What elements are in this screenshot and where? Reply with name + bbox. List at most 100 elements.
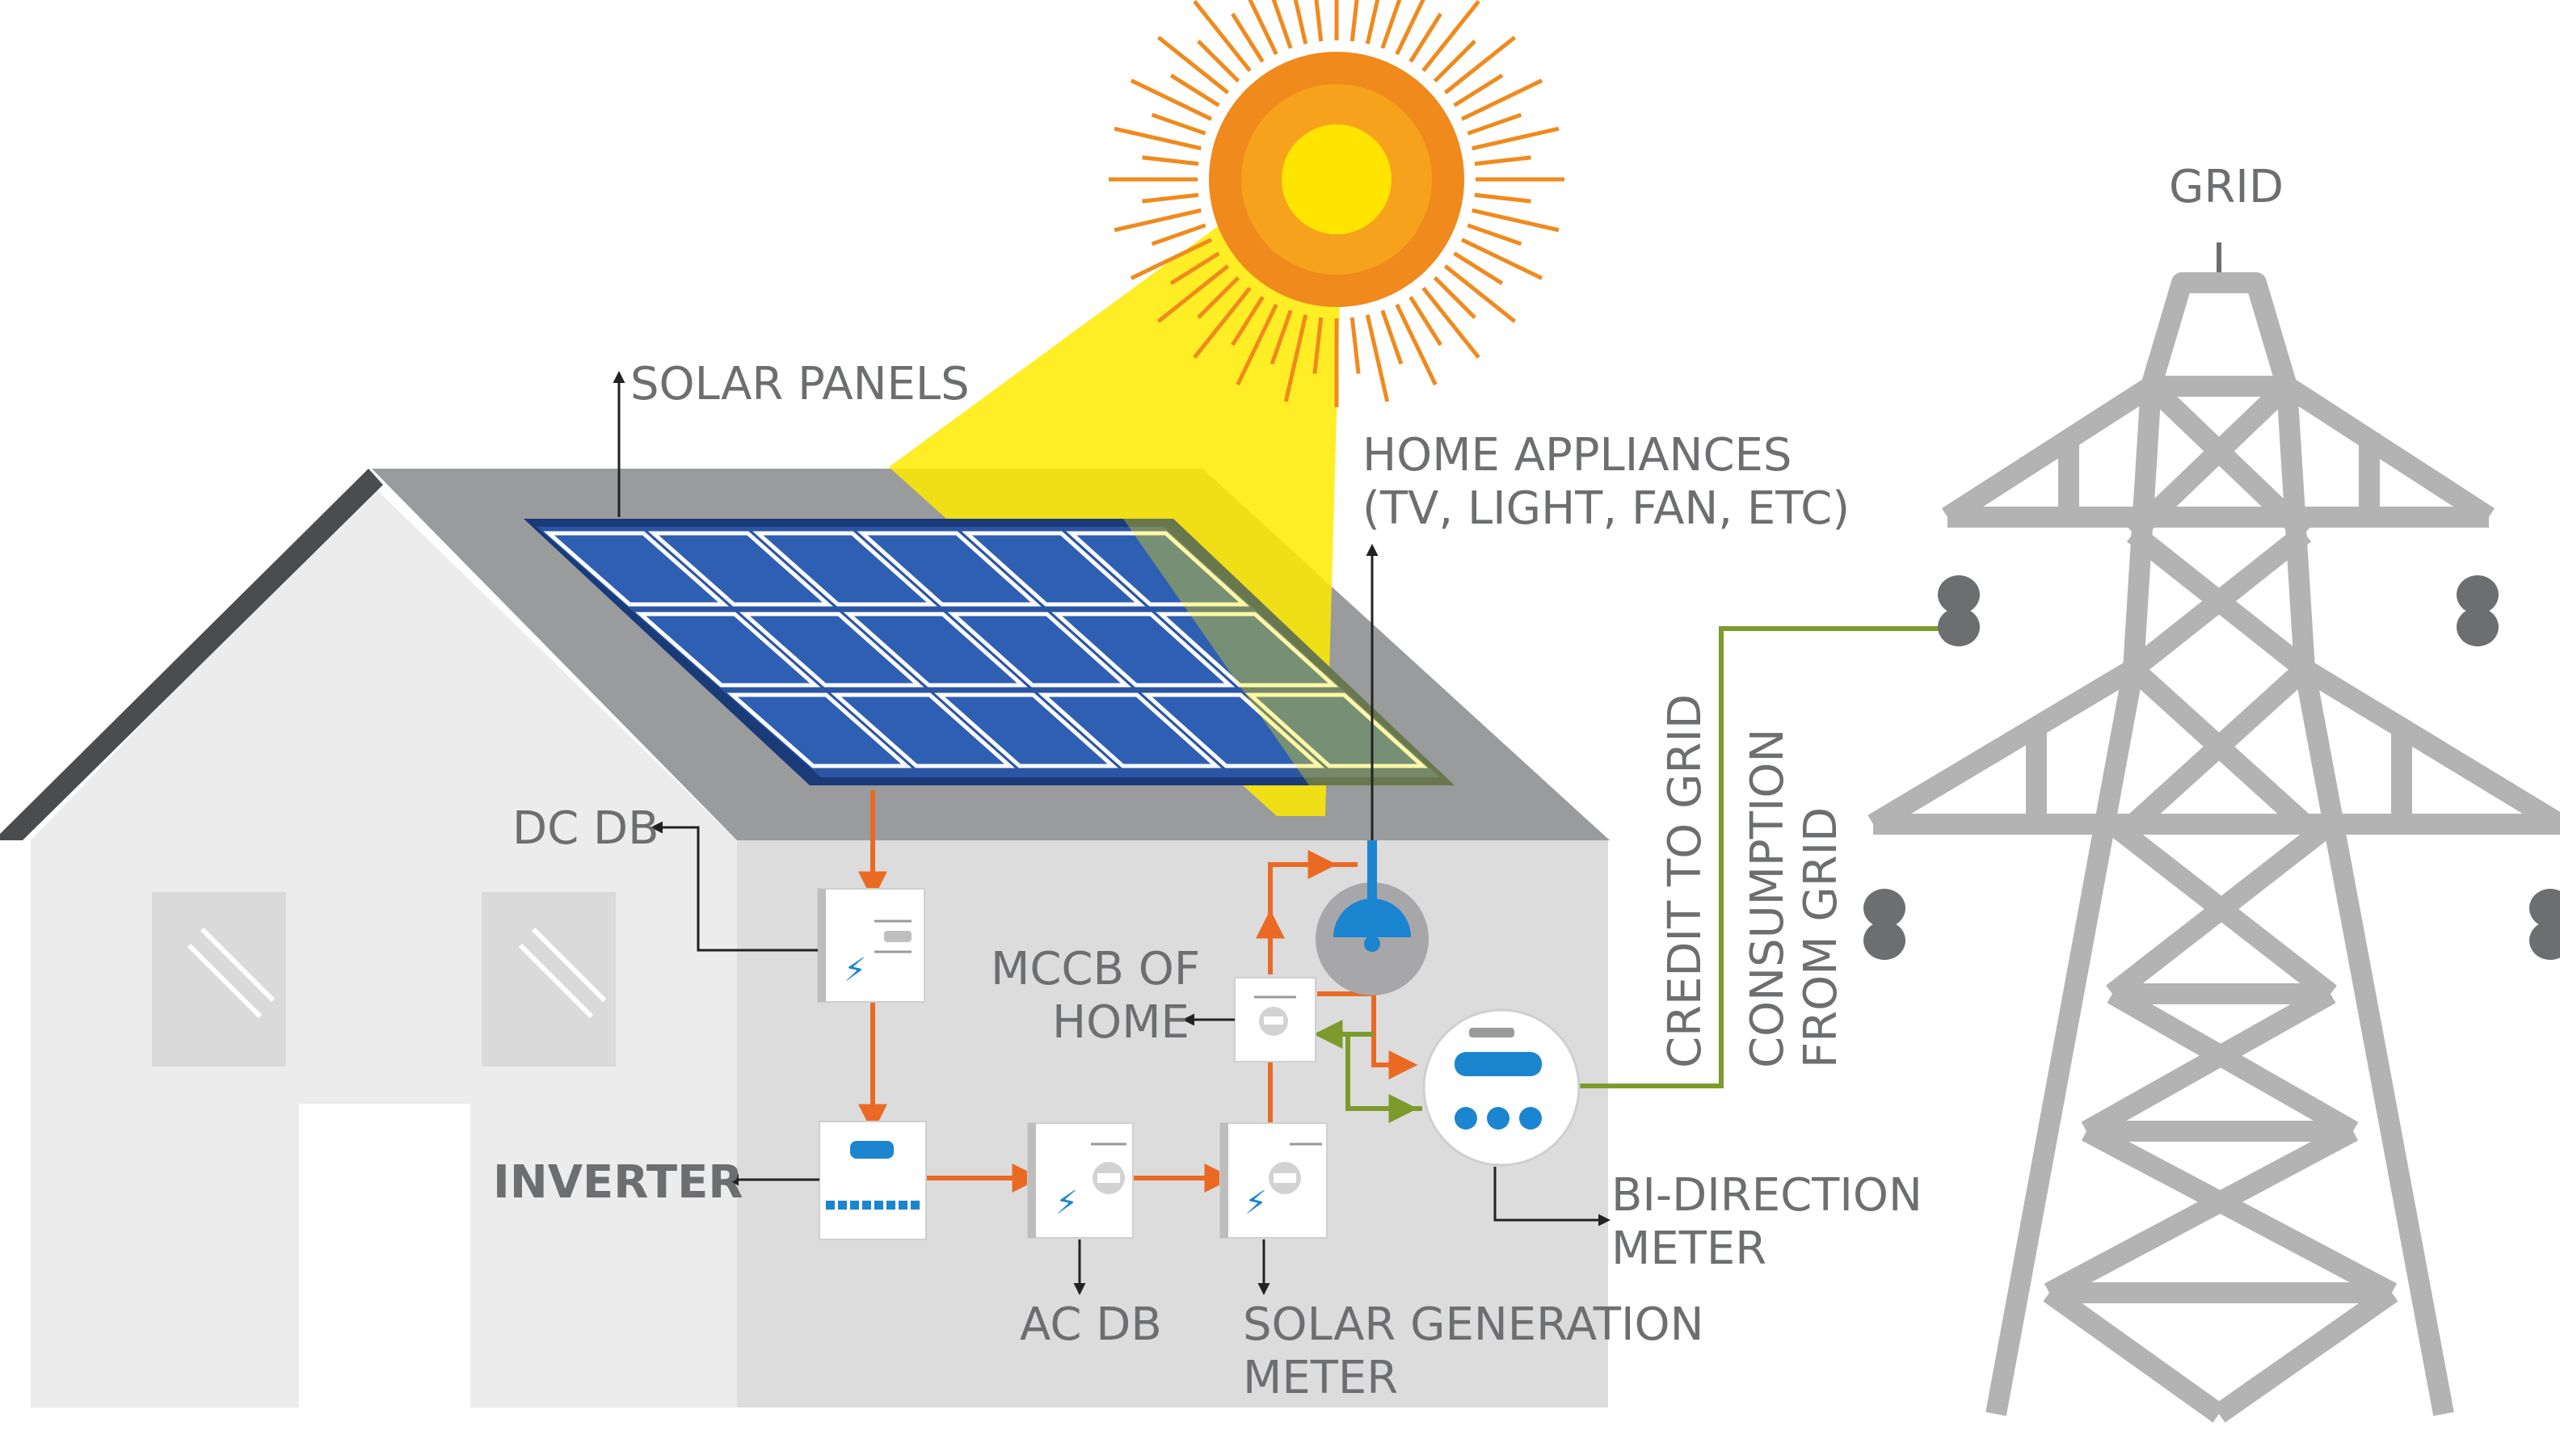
label-solar-gen-1: SOLAR GENERATION	[1243, 1298, 1703, 1351]
label-credit-to-grid: CREDIT TO GRID	[1659, 694, 1712, 1068]
sun-ray	[1193, 0, 1252, 73]
sun-ray	[1130, 238, 1213, 280]
sun-ray	[1467, 112, 1522, 136]
sun-ray	[1269, 309, 1293, 365]
solar-cell	[635, 612, 821, 688]
sun-ray	[1474, 192, 1531, 204]
sun	[1109, 0, 1564, 407]
sun-ray	[1231, 296, 1265, 347]
sun-ray	[1293, 0, 1308, 44]
grid-flow-lines	[1313, 626, 1946, 1123]
label-home-appliances-1: HOME APPLIANCES	[1362, 429, 1792, 482]
sun-ray	[1156, 36, 1230, 95]
ac-db-box: ⚡	[1027, 1122, 1134, 1239]
sun-ray	[1231, 12, 1265, 63]
sun-ray	[1271, 0, 1293, 49]
sun-ray	[1380, 0, 1402, 49]
sun-ray	[1197, 276, 1240, 319]
sun-ray	[1460, 78, 1543, 121]
sun-ray	[1472, 126, 1560, 151]
solar-cell	[857, 531, 1042, 607]
solar-cell	[1141, 692, 1325, 768]
sun-ray	[1443, 36, 1517, 95]
sun-ray	[1433, 276, 1476, 319]
sun-ray	[1197, 40, 1240, 83]
leader-lines	[613, 371, 1611, 1295]
label-bidirection-2: METER	[1611, 1222, 1766, 1275]
house-front-wall	[31, 485, 737, 1408]
label-mccb-1: MCCB OF	[991, 943, 1200, 995]
solar-cell	[1051, 612, 1236, 688]
sun-ray	[1248, 0, 1278, 56]
sun-ray	[1156, 264, 1230, 323]
sun-ray	[1193, 286, 1252, 360]
solar-cell	[961, 531, 1146, 607]
sun-ray	[1472, 208, 1560, 233]
sun-ray	[1151, 112, 1206, 136]
sun-ray	[1142, 155, 1199, 166]
sun-ray	[1312, 317, 1324, 374]
solar-cell	[1066, 531, 1250, 607]
solar-cell	[934, 692, 1118, 768]
svg-text:⚡: ⚡	[1244, 1185, 1267, 1222]
label-dc-db: DC DB	[512, 802, 659, 855]
sun-ray	[1433, 40, 1476, 83]
label-consumption-2: FROM GRID	[1795, 807, 1847, 1068]
solar-cell	[543, 531, 730, 607]
svg-text:⚡: ⚡	[1055, 1185, 1078, 1222]
svg-text:⚡: ⚡	[844, 952, 866, 989]
solar-panel-array	[524, 519, 1455, 785]
solar-cell	[843, 612, 1028, 688]
sun-ray	[1314, 0, 1324, 42]
sun-ray	[1283, 314, 1308, 402]
sun-ray	[1169, 74, 1220, 107]
label-home-appliances-2: (TV, LIGHT, FAN, ETC)	[1362, 482, 1850, 535]
solar-generation-meter-box: ⚡	[1219, 1122, 1328, 1239]
dc-flow-lines	[858, 790, 1418, 1193]
sun-ray	[1349, 0, 1359, 42]
inverter-indicator	[838, 1201, 847, 1210]
inverter-indicator	[850, 1201, 859, 1210]
sun-ray	[1169, 251, 1220, 285]
inverter-indicator	[911, 1201, 920, 1210]
label-ac-db: AC DB	[1020, 1298, 1162, 1351]
sun-ray	[1408, 12, 1442, 63]
dc-db-box: ⚡	[817, 888, 925, 1003]
window-right	[482, 892, 616, 1067]
sun-ray	[1130, 78, 1213, 121]
window-left	[152, 892, 286, 1067]
tower-insulators	[1863, 575, 2560, 960]
sun-ray	[1114, 208, 1202, 233]
solar-cell	[752, 531, 937, 607]
label-inverter: INVERTER	[493, 1156, 743, 1209]
inverter-box	[819, 1121, 927, 1240]
solar-cell	[1038, 692, 1222, 768]
inverter-indicator	[886, 1201, 895, 1210]
sun-ray	[1380, 309, 1404, 365]
solar-cell	[739, 612, 924, 688]
inverter-indicator	[899, 1201, 907, 1210]
sun-ray	[1236, 303, 1278, 386]
solar-cell	[830, 692, 1016, 768]
sun-ray	[1142, 192, 1199, 204]
inverter-indicator	[874, 1201, 883, 1210]
bi-direction-meter	[1422, 1008, 1581, 1167]
inverter-indicator	[862, 1201, 871, 1210]
solar-cell	[1244, 692, 1428, 768]
sun-ray	[1365, 0, 1380, 44]
sun-ray	[1474, 155, 1531, 166]
sun-ray	[1349, 317, 1361, 374]
sun-ray	[1151, 223, 1206, 246]
mccb-box	[1234, 977, 1316, 1063]
solar-cell	[726, 692, 912, 768]
sun-ray	[1395, 303, 1438, 386]
sun-ray	[1453, 251, 1504, 285]
sun-ray	[1467, 223, 1522, 246]
label-solar-gen-2: METER	[1243, 1352, 1398, 1404]
solar-cell	[947, 612, 1132, 688]
roof-edge	[0, 469, 383, 840]
solar-cell	[1156, 612, 1339, 688]
sun-ray	[1408, 296, 1442, 347]
sun-ray	[1443, 264, 1517, 323]
